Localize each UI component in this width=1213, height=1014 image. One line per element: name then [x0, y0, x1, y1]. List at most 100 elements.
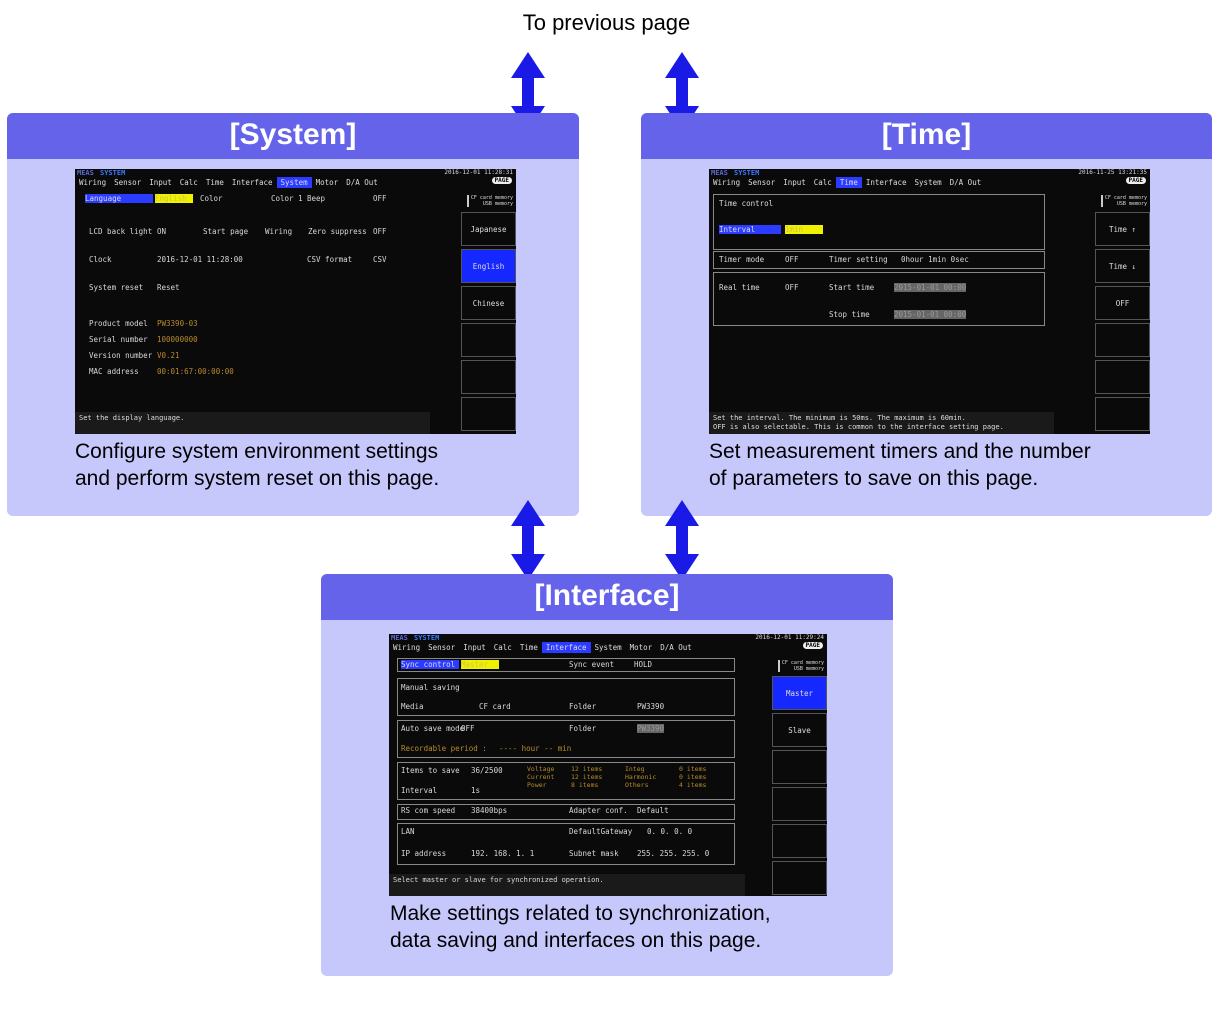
- power-label: Power: [527, 781, 547, 789]
- real-time-value[interactable]: OFF: [785, 283, 799, 292]
- english-button[interactable]: English: [461, 249, 516, 283]
- side-button-3[interactable]: [772, 750, 827, 784]
- tab-interface[interactable]: Interface: [541, 642, 591, 653]
- arrow-system-interface: [511, 500, 545, 580]
- tab-wiring[interactable]: Wiring: [393, 643, 421, 652]
- ip-address-value[interactable]: 192. 168. 1. 1: [471, 849, 535, 858]
- color-label: Color: [200, 194, 223, 203]
- system-reset-button[interactable]: Reset: [157, 283, 180, 292]
- items-to-save-value: 36/2500: [471, 766, 503, 775]
- timer-mode-value[interactable]: OFF: [785, 255, 799, 264]
- tab-bar: Wiring Sensor Input Calc Time Interface …: [75, 177, 382, 188]
- slave-button[interactable]: Slave: [772, 713, 827, 747]
- arrow-time-up: [665, 52, 699, 132]
- interface-panel: [Interface] MEAS SYSTEM 2016-12-01 11:29…: [321, 574, 893, 976]
- tab-calc[interactable]: Calc: [493, 643, 512, 652]
- tab-da-out[interactable]: D/A Out: [660, 643, 692, 652]
- media-label: Media: [401, 702, 424, 711]
- tab-sensor[interactable]: Sensor: [748, 178, 776, 187]
- tab-time[interactable]: Time: [519, 643, 538, 652]
- beep-value[interactable]: OFF: [373, 194, 387, 203]
- memory-tag: CF card memory USB memory: [777, 660, 824, 672]
- sync-event-label: Sync event: [569, 660, 615, 669]
- side-button-4[interactable]: [772, 787, 827, 821]
- side-button-4[interactable]: [461, 323, 516, 357]
- tab-calc[interactable]: Calc: [813, 178, 832, 187]
- page-button[interactable]: PAGE: [491, 177, 512, 184]
- japanese-button[interactable]: Japanese: [461, 212, 516, 246]
- stop-time-value[interactable]: 2015-01-01 00:00: [894, 310, 967, 319]
- side-button-6[interactable]: [1095, 397, 1150, 431]
- tab-interface[interactable]: Interface: [865, 178, 907, 187]
- interface-panel-title: [Interface]: [321, 574, 893, 620]
- clock-value[interactable]: 2016-12-01 11:28:00: [157, 255, 243, 264]
- time-caption-line1: Set measurement timers and the number: [709, 440, 1091, 463]
- time-control-label: Time control: [719, 199, 774, 208]
- tab-calc[interactable]: Calc: [179, 178, 198, 187]
- language-value[interactable]: English: [155, 194, 193, 203]
- side-button-5[interactable]: [772, 824, 827, 858]
- tab-input[interactable]: Input: [463, 643, 486, 652]
- rs-speed-value[interactable]: 38400bps: [471, 806, 508, 815]
- color-value[interactable]: Color 1: [271, 194, 303, 203]
- folder2-value[interactable]: PW3390: [637, 724, 665, 733]
- product-model-label: Product model: [89, 319, 148, 328]
- side-button-5[interactable]: [1095, 360, 1150, 394]
- tab-input[interactable]: Input: [149, 178, 172, 187]
- manual-save-frame: [397, 678, 735, 716]
- subnet-mask-label: Subnet mask: [569, 849, 619, 858]
- start-time-value[interactable]: 2015-01-01 00:00: [894, 283, 967, 292]
- page-button[interactable]: PAGE: [802, 642, 823, 649]
- chinese-button[interactable]: Chinese: [461, 286, 516, 320]
- tab-time[interactable]: Time: [835, 177, 862, 188]
- tab-system[interactable]: System: [276, 177, 312, 188]
- tab-interface[interactable]: Interface: [231, 178, 273, 187]
- interval-value[interactable]: 1s: [471, 786, 481, 795]
- harmonic-label: Harmonic: [625, 773, 657, 781]
- subnet-mask-value[interactable]: 255. 255. 255. 0: [637, 849, 710, 858]
- tab-input[interactable]: Input: [783, 178, 806, 187]
- tab-time[interactable]: Time: [205, 178, 224, 187]
- auto-save-value[interactable]: OFF: [461, 724, 475, 733]
- interval-value[interactable]: 1min: [785, 225, 823, 234]
- tab-wiring[interactable]: Wiring: [79, 178, 107, 187]
- folder-value[interactable]: PW3390: [637, 702, 665, 711]
- tab-system[interactable]: System: [914, 178, 942, 187]
- items-to-save-label: Items to save: [401, 766, 460, 775]
- ip-address-label: IP address: [401, 849, 447, 858]
- sync-event-value[interactable]: HOLD: [634, 660, 653, 669]
- backlight-value[interactable]: ON: [157, 227, 167, 236]
- gateway-value[interactable]: 0. 0. 0. 0: [647, 827, 693, 836]
- tab-wiring[interactable]: Wiring: [713, 178, 741, 187]
- tab-motor[interactable]: Motor: [629, 643, 653, 652]
- tab-da-out[interactable]: D/A Out: [949, 178, 982, 187]
- side-button-6[interactable]: [772, 861, 827, 895]
- tab-da-out[interactable]: D/A Out: [346, 178, 378, 187]
- csv-format-value[interactable]: CSV: [373, 255, 387, 264]
- serial-number-value: 100000000: [157, 335, 198, 344]
- side-button-5[interactable]: [461, 360, 516, 394]
- sync-control-value[interactable]: Master: [461, 660, 499, 669]
- tab-system[interactable]: System: [594, 643, 622, 652]
- integ-label: Integ: [625, 765, 645, 773]
- status-message: Select master or slave for synchronized …: [389, 874, 745, 896]
- master-button[interactable]: Master: [772, 676, 827, 710]
- gateway-label: DefaultGateway: [569, 827, 633, 836]
- time-up-button[interactable]: Time ↑: [1095, 212, 1150, 246]
- startpage-value[interactable]: Wiring: [265, 227, 293, 236]
- off-button[interactable]: OFF: [1095, 286, 1150, 320]
- media-value[interactable]: CF card: [479, 702, 511, 711]
- time-down-button[interactable]: Time ↓: [1095, 249, 1150, 283]
- side-button-6[interactable]: [461, 397, 516, 431]
- tab-sensor[interactable]: Sensor: [428, 643, 456, 652]
- side-button-4[interactable]: [1095, 323, 1150, 357]
- adapter-conf-value[interactable]: Default: [637, 806, 669, 815]
- status-message: Set the display language.: [75, 412, 430, 434]
- time-caption-line2: of parameters to save on this page.: [709, 467, 1039, 490]
- tab-sensor[interactable]: Sensor: [114, 178, 142, 187]
- tab-motor[interactable]: Motor: [315, 178, 339, 187]
- backlight-label: LCD back light: [89, 227, 153, 236]
- zero-suppress-value[interactable]: OFF: [373, 227, 387, 236]
- page-button[interactable]: PAGE: [1125, 177, 1146, 184]
- timer-setting-value[interactable]: 0hour 1min 0sec: [901, 255, 969, 264]
